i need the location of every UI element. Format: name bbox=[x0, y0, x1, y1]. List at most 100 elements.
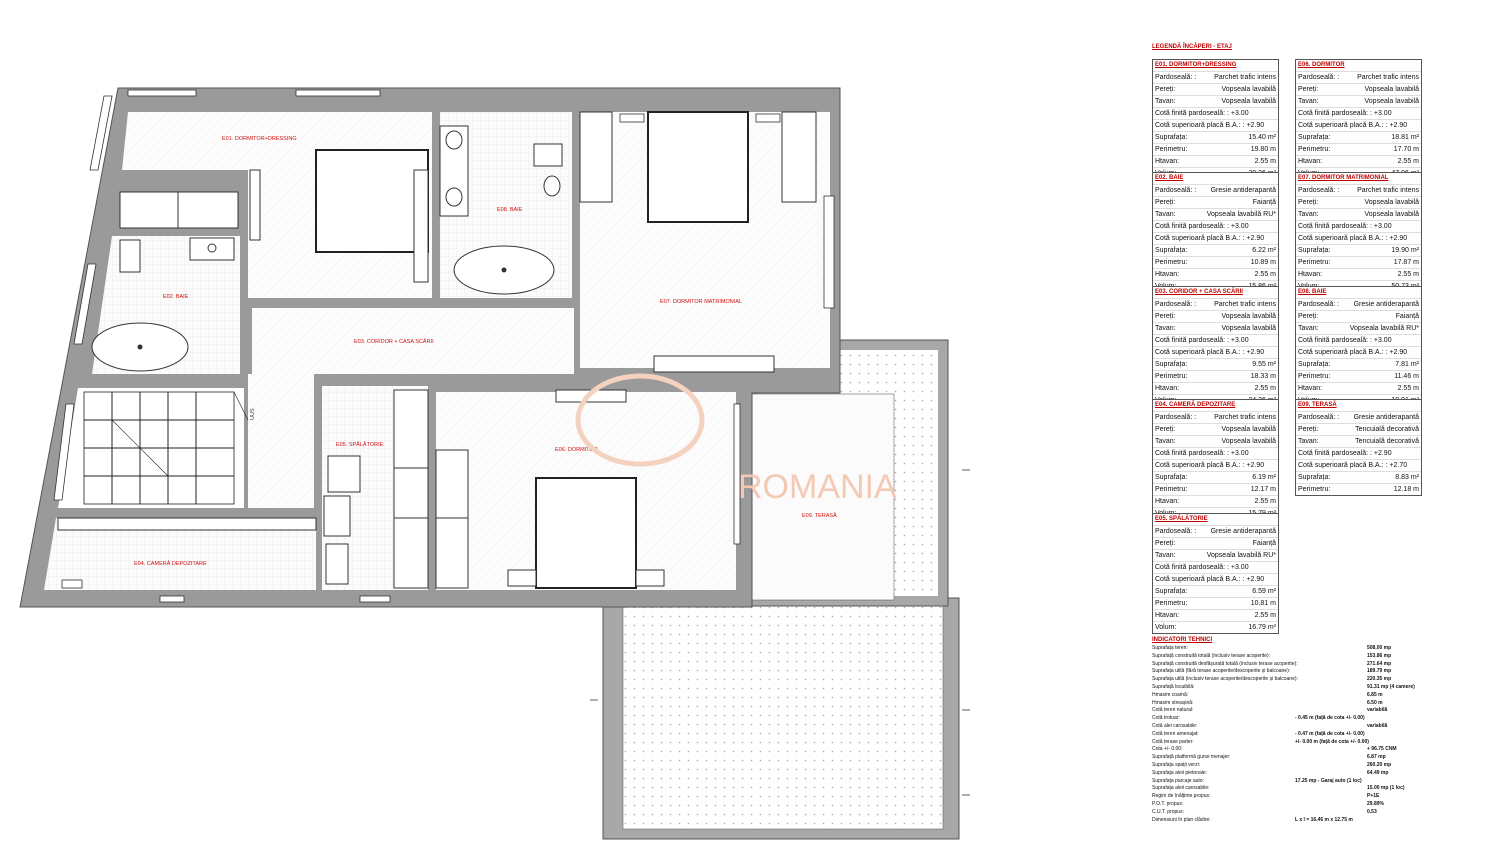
legend-row-key: Pereți: bbox=[1298, 313, 1319, 320]
legend-row-key: Htavan: bbox=[1298, 271, 1323, 278]
legend-row-value: Vopseala lavabilă RU* bbox=[1206, 552, 1276, 559]
legend-row-key: Pardoseală: : bbox=[1155, 74, 1197, 81]
legend-row: Htavan:2.55 m bbox=[1296, 382, 1421, 394]
technical-row: Suprafața utilă (inclusiv terase acoperi… bbox=[1152, 676, 1412, 684]
legend-row-key: Cotă finită pardoseală: : +3.00 bbox=[1298, 223, 1392, 230]
technical-key: Suprafață construită totală (inclusiv te… bbox=[1152, 652, 1271, 659]
legend-row: Cotă finită pardoseală: : +3.00 bbox=[1296, 220, 1421, 232]
legend-row: Pereți:Tencuială decorativă bbox=[1296, 423, 1421, 435]
legend-row-key: Cotă superioară placă B.A.: : +2.90 bbox=[1155, 349, 1265, 356]
legend-row: Cotă finită pardoseală: : +3.00 bbox=[1153, 107, 1278, 119]
legend-row-value: 2.55 m bbox=[1397, 158, 1419, 165]
legend-row: Htavan:2.55 m bbox=[1153, 495, 1278, 507]
legend-row-key: Cotă finită pardoseală: : +3.00 bbox=[1155, 337, 1249, 344]
legend-row-key: Suprafața: bbox=[1155, 361, 1188, 368]
sanitary-fixtures bbox=[91, 125, 563, 372]
label-e06: E06. DORMITOR bbox=[555, 447, 598, 453]
legend-row: Suprafața:19.90 m² bbox=[1296, 244, 1421, 256]
technical-value-detail: +/- 0.00 m (față de cota +/- 0.00) bbox=[1295, 738, 1369, 745]
technical-key: Suprafața aleii pietonale: bbox=[1152, 769, 1208, 776]
legend-row-key: Tavan: bbox=[1155, 552, 1176, 559]
legend-row-value: Parchet trafic intens bbox=[1214, 74, 1276, 81]
legend-row-value: 16.79 m³ bbox=[1248, 624, 1276, 631]
legend-row-key: Htavan: bbox=[1298, 158, 1323, 165]
legend-row-key: Pereți: bbox=[1155, 313, 1176, 320]
technical-row: Regim de înălțime propus:P+1E bbox=[1152, 793, 1412, 801]
legend-row: Suprafața:15.40 m² bbox=[1153, 131, 1278, 143]
technical-row: Suprafața aleii carosabile:15.00 mp (1 l… bbox=[1152, 785, 1412, 793]
legend-row: Suprafața:6.59 m² bbox=[1153, 585, 1278, 597]
bed-e06 bbox=[535, 477, 637, 589]
technical-key: Suprafața spații verzi: bbox=[1152, 761, 1201, 768]
legend-row-key: Cotă superioară placă B.A.: : +2.90 bbox=[1155, 235, 1265, 242]
legend-row: Perimetru:17.87 m bbox=[1296, 256, 1421, 268]
technical-row: Hmaxim streașină:6.50 m bbox=[1152, 700, 1412, 708]
legend-row: Tavan: Vopseala lavabilă RU* bbox=[1153, 549, 1278, 561]
legend-row: Pereți: Faianță bbox=[1153, 537, 1278, 549]
legend-row: Perimetru:11.46 m bbox=[1296, 370, 1421, 382]
technical-row: Suprafața parcaje auto:17.25 mp - Garaj … bbox=[1152, 778, 1412, 786]
technical-key: Dimensiuni în plan clădire: bbox=[1152, 816, 1211, 823]
legend-row-key: Pereți: bbox=[1155, 540, 1176, 547]
legend-row-key: Cotă superioară placă B.A.: : +2.90 bbox=[1155, 462, 1265, 469]
legend-row: Tavan:Tencuială decorativă bbox=[1296, 435, 1421, 447]
technical-value: P+1E bbox=[1367, 793, 1380, 800]
legend-row-key: Perimetru: bbox=[1298, 486, 1331, 493]
lower-terrace-floor bbox=[622, 605, 944, 830]
legend-row-key: Tavan: bbox=[1155, 211, 1176, 218]
legend-row: Suprafața:6.22 m² bbox=[1153, 244, 1278, 256]
legend-row-key: Htavan: bbox=[1155, 612, 1180, 619]
label-e09: E09. TERASĂ bbox=[802, 512, 837, 519]
legend-row: Cotă finită pardoseală: : +2.90 bbox=[1296, 447, 1421, 459]
technical-key: Suprafață locuibilă: bbox=[1152, 683, 1195, 690]
legend-row: Cotă superioară placă B.A.: : +2.90 bbox=[1153, 459, 1278, 471]
legend-row: Perimetru:10.81 m bbox=[1153, 597, 1278, 609]
room-e04-floor bbox=[44, 518, 316, 590]
technical-value: 0.53 bbox=[1367, 808, 1377, 815]
legend-row-key: Tavan: bbox=[1298, 211, 1319, 218]
legend-row-key: Cotă finită pardoseală: : +3.00 bbox=[1298, 110, 1392, 117]
legend-row-key: Suprafața: bbox=[1155, 247, 1188, 254]
legend-row-key: Tavan: bbox=[1155, 98, 1176, 105]
technical-key: Suprafața parcaje auto: bbox=[1152, 777, 1204, 784]
legend-row-value: Faianță bbox=[1252, 540, 1276, 547]
legend-row-value: Gresie antiderapantă bbox=[1210, 528, 1276, 535]
legend-row-value: Vopseala lavabilă RU* bbox=[1349, 325, 1419, 332]
legend-row-key: Cotă finită pardoseală: : +3.00 bbox=[1298, 337, 1392, 344]
legend-row-key: Perimetru: bbox=[1155, 600, 1188, 607]
technical-value: 6.85 m bbox=[1367, 691, 1383, 698]
legend-row-value: 2.55 m bbox=[1254, 385, 1276, 392]
legend-row-key: Volum: bbox=[1155, 624, 1177, 631]
technical-row: Suprafața spații verzi:260.20 mp bbox=[1152, 762, 1412, 770]
legend-row-key: Cotă finită pardoseală: : +3.00 bbox=[1155, 564, 1249, 571]
legend-row: Htavan:2.55 m bbox=[1153, 382, 1278, 394]
legend-row-key: Htavan: bbox=[1155, 158, 1180, 165]
legend-row: Pardoseală: :Gresie antiderapantă bbox=[1153, 525, 1278, 537]
legend-row: Pardoseală: :Parchet trafic intens bbox=[1153, 411, 1278, 423]
technical-value: 189.79 mp bbox=[1367, 668, 1392, 675]
legend-card-title: E05. SPĂLĂTORIE bbox=[1155, 516, 1208, 522]
legend-row: Pereți:Vopseala lavabilă bbox=[1153, 83, 1278, 95]
legend-row-value: 17.70 m bbox=[1393, 146, 1419, 153]
terrace-e09-floor bbox=[751, 393, 895, 601]
technical-row: Suprafața aleii pietonale:64.49 mp bbox=[1152, 770, 1412, 778]
legend-row: Pereți:Vopseala lavabilă bbox=[1153, 310, 1278, 322]
legend-row-key: Cotă finită pardoseală: : +3.00 bbox=[1155, 450, 1249, 457]
legend-row: Perimetru:12.17 m bbox=[1153, 483, 1278, 495]
technical-value-detail: - 0.47 m (față de cota +/- 0.00) bbox=[1295, 730, 1365, 737]
technical-row: Hmaxim coamă:6.85 m bbox=[1152, 692, 1412, 700]
technical-row: Suprafață construită totală (inclusiv te… bbox=[1152, 653, 1412, 661]
technical-value-detail: - 0.45 m (față de cota +/- 0.00) bbox=[1295, 715, 1365, 722]
legend-row-value: Parchet trafic intens bbox=[1357, 187, 1419, 194]
legend-row: Pereți:Vopseala lavabilă bbox=[1153, 423, 1278, 435]
legend-row-value: 12.17 m bbox=[1250, 486, 1276, 493]
technical-row: Cota +/- 0.00:+ 96.75 CNM bbox=[1152, 746, 1412, 754]
legend-row: Cotă superioară placă B.A.: : +2.90 bbox=[1296, 346, 1421, 358]
label-e02: E02. BAIE bbox=[163, 294, 189, 300]
legend-row: Suprafața:9.55 m² bbox=[1153, 358, 1278, 370]
legend-row: Tavan:Vopseala lavabilă RU* bbox=[1296, 322, 1421, 334]
